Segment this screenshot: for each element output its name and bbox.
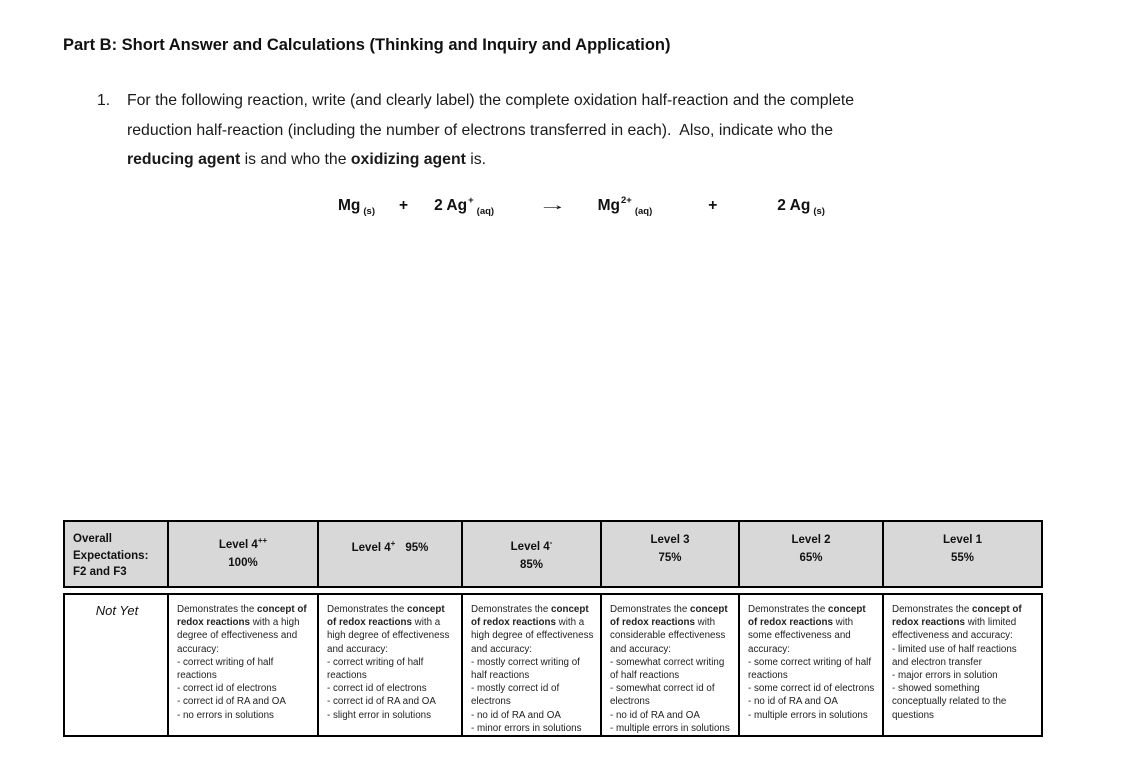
rubric-item: - somewhat correct writing of half react… <box>610 656 725 682</box>
rubric-item: - slight error in solutions <box>327 709 431 721</box>
rubric-item: - correct id of electrons <box>177 683 277 695</box>
rubric-item: - some correct id of electrons <box>748 683 875 695</box>
question-number: 1. <box>97 92 111 109</box>
rubric-item: - mostly correct id of electrons <box>471 683 560 708</box>
rubric-item: - some correct writing of half reactions <box>748 656 872 682</box>
rubric-header-level3: Level 3 75% <box>600 520 740 588</box>
product-magnesium-ion: Mg2+(aq) <box>597 195 653 217</box>
rubric-body-row: Not Yet Demonstrates the concept of redo… <box>63 593 1055 737</box>
rubric-item: - showed something conceptually related … <box>892 683 1007 721</box>
question-text: For the following reaction, write (and c… <box>127 86 854 175</box>
rubric-item: - multiple errors in solutions <box>610 722 730 734</box>
question-line-1: For the following reaction, write (and c… <box>127 92 855 109</box>
rubric-item: - no id of RA and OA <box>610 709 700 721</box>
chemical-equation: Mg(s) + 2 Ag+(aq) → Mg2+(aq) + 2 Ag(s) <box>338 195 825 217</box>
rubric-header-level2: Level 2 65% <box>738 520 884 588</box>
rubric-item: - correct id of RA and OA <box>177 696 286 708</box>
grading-rubric-table: Overall Expectations: F2 and F3 Level 4+… <box>63 520 1055 737</box>
reactant-magnesium: Mg(s) <box>338 197 376 217</box>
rubric-item: - mostly correct writing of half reactio… <box>471 656 580 682</box>
rubric-item: - limited use of half reactions and elec… <box>892 643 1017 668</box>
rubric-cell-level4m: Demonstrates the concept of redox reacti… <box>461 593 602 737</box>
rubric-item: - minor errors in solutions <box>471 722 582 734</box>
page-title: Part B: Short Answer and Calculations (T… <box>63 36 671 54</box>
question-1: 1. For the following reaction, write (an… <box>97 86 854 175</box>
reactant-silver-ion: 2 Ag+(aq) <box>434 195 495 217</box>
rubric-cell-level4p: Demonstrates the concept of redox reacti… <box>317 593 463 737</box>
product-silver: 2 Ag(s) <box>777 197 825 217</box>
rubric-item: - no id of RA and OA <box>748 696 838 708</box>
rubric-item: - correct writing of half reactions <box>177 656 274 682</box>
rubric-item: - somewhat correct id of electrons <box>610 683 715 708</box>
rubric-item: - correct id of electrons <box>327 683 427 695</box>
rubric-header-level4pp: Level 4++ 100% <box>167 520 319 588</box>
rubric-item: - no errors in solutions <box>177 709 274 721</box>
rubric-item: - major errors in solution <box>892 670 998 682</box>
rubric-header-level4m: Level 4- 85% <box>461 520 602 588</box>
reaction-arrow-icon: → <box>538 197 568 214</box>
rubric-cell-level1: Demonstrates the concept of redox reacti… <box>882 593 1043 737</box>
rubric-cell-level3: Demonstrates the concept of redox reacti… <box>600 593 740 737</box>
rubric-item: - multiple errors in solutions <box>748 709 868 721</box>
rubric-header-row: Overall Expectations: F2 and F3 Level 4+… <box>63 520 1055 588</box>
rubric-header-level4p: Level 4+95% <box>317 520 463 588</box>
rubric-header-level1: Level 1 55% <box>882 520 1043 588</box>
plus-sign: + <box>708 197 718 214</box>
rubric-item: - correct writing of half reactions <box>327 656 424 682</box>
rubric-cell-level2: Demonstrates the concept of redox reacti… <box>738 593 884 737</box>
rubric-cell-level4pp: Demonstrates the concept of redox reacti… <box>167 593 319 737</box>
rubric-corner-cell: Overall Expectations: F2 and F3 <box>63 520 169 588</box>
question-line-2: reduction half-reaction (including the n… <box>127 121 833 139</box>
rubric-item: - no id of RA and OA <box>471 709 561 721</box>
rubric-row-label: Not Yet <box>63 593 169 737</box>
rubric-item: - correct id of RA and OA <box>327 696 436 708</box>
plus-sign: + <box>399 197 409 214</box>
question-line-3: reducing agent is and who the oxidizing … <box>127 151 487 168</box>
